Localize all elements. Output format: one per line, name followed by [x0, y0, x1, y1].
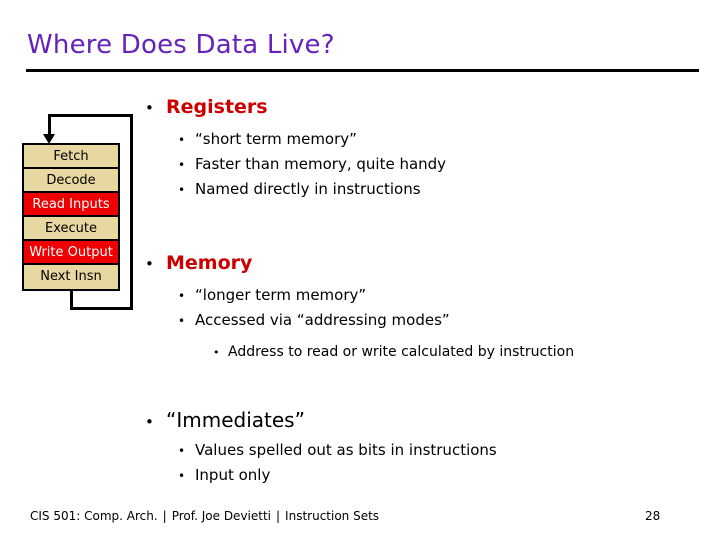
loop-wire-top — [48, 114, 133, 117]
list-item: • “longer term memory” — [178, 286, 450, 304]
flow-step-write-output[interactable]: Write Output — [24, 241, 118, 265]
list-item: • Values spelled out as bits in instructi… — [178, 441, 497, 459]
flow-step-decode[interactable]: Decode — [24, 169, 118, 193]
slide-footer: CIS 501: Comp. Arch. | Prof. Joe Devietti |… — [30, 509, 379, 523]
list-item: • Input only — [178, 466, 497, 484]
list-item: • “short term memory” — [178, 130, 446, 148]
list-item-label: Accessed via “addressing modes” — [195, 311, 450, 329]
bullet-memory-label: Memory — [166, 252, 253, 274]
footer-separator: | — [276, 509, 281, 523]
flow-step-next-insn[interactable]: Next Insn — [24, 265, 118, 289]
bullet-immediates-sublist: • Values spelled out as bits in instructi… — [178, 441, 497, 491]
list-item-label: Faster than memory, quite handy — [195, 155, 447, 173]
footer-separator: | — [162, 509, 167, 523]
flow-step-read-inputs[interactable]: Read Inputs — [24, 193, 118, 217]
bullet-immediates-label: “Immediates” — [166, 408, 305, 432]
loop-wire-right — [130, 114, 133, 310]
bullet-registers-label: Registers — [166, 96, 268, 118]
bullet-glyph-icon: • — [145, 413, 154, 431]
arrow-head-icon — [43, 134, 55, 144]
list-item-label: Named directly in instructions — [195, 180, 421, 198]
list-item-label: Address to read or write calculated by i… — [228, 344, 575, 360]
list-item: • Faster than memory, quite handy — [178, 155, 446, 173]
list-item: • Named directly in instructions — [178, 180, 446, 198]
flowchart-stack: Fetch Decode Read Inputs Execute Write O… — [22, 143, 120, 291]
flow-step-execute[interactable]: Execute — [24, 217, 118, 241]
flow-step-fetch[interactable]: Fetch — [24, 145, 118, 169]
footer-course: CIS 501: Comp. Arch. — [30, 509, 158, 523]
bullet-memory: • Memory — [145, 252, 252, 274]
bullet-memory-sublist: • “longer term memory” • Accessed via “add… — [178, 286, 450, 336]
page-title: Where Does Data Live? — [27, 30, 335, 60]
list-item-label: Input only — [195, 466, 271, 484]
bullet-glyph-icon: • — [178, 314, 186, 328]
page-number: 28 — [645, 509, 661, 523]
footer-topic: Instruction Sets — [285, 509, 380, 523]
bullet-glyph-icon: • — [213, 346, 220, 359]
loop-wire-stub — [70, 288, 73, 310]
bullet-glyph-icon: • — [178, 469, 186, 483]
list-item: • Address to read or write calculated by … — [213, 344, 574, 360]
footer-instructor: Prof. Joe Devietti — [171, 509, 271, 523]
bullet-memory-sublist-level3: • Address to read or write calculated by … — [213, 344, 574, 360]
instruction-cycle-diagram: Fetch Decode Read Inputs Execute Write O… — [0, 100, 150, 320]
bullet-glyph-icon: • — [178, 183, 186, 197]
bullet-glyph-icon: • — [145, 99, 154, 117]
bullet-glyph-icon: • — [178, 444, 186, 458]
bullet-immediates: • “Immediates” — [145, 408, 305, 432]
bullet-glyph-icon: • — [178, 158, 186, 172]
list-item-label: “longer term memory” — [195, 286, 367, 304]
bullet-glyph-icon: • — [178, 133, 186, 147]
bullet-glyph-icon: • — [178, 289, 186, 303]
loop-wire-bottom — [70, 307, 133, 310]
bullet-glyph-icon: • — [145, 255, 154, 273]
bullet-registers: • Registers — [145, 96, 268, 118]
list-item-label: “short term memory” — [195, 130, 357, 148]
bullet-registers-sublist: • “short term memory” • Faster than memory… — [178, 130, 446, 205]
title-divider — [26, 69, 699, 72]
loop-wire-shaft — [48, 114, 51, 136]
list-item-label: Values spelled out as bits in instructio… — [195, 441, 497, 459]
list-item: • Accessed via “addressing modes” — [178, 311, 450, 329]
